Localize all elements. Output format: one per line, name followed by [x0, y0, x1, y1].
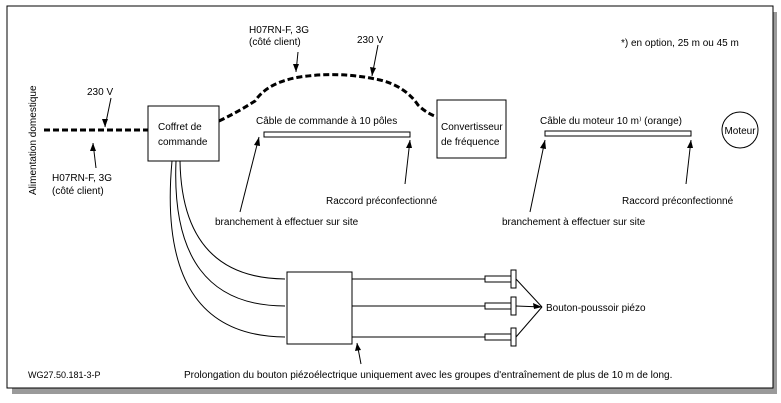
arrowheads — [90, 64, 693, 351]
side-label: Alimentation domestique — [28, 85, 39, 195]
convertisseur-box — [436, 99, 507, 159]
frame — [6, 5, 774, 389]
coffret-label-line1: Coffret de — [158, 122, 202, 133]
coffret-box — [147, 105, 220, 162]
h07-top-line1: H07RN-F, 3G — [249, 25, 309, 36]
h07-top-line2: (côté client) — [249, 37, 301, 48]
control-cable-label: Câble de commande à 10 pôles — [256, 116, 397, 127]
option-note: *) en option, 25 m ou 45 m — [621, 38, 739, 49]
branchement-label-1: branchement à effectuer sur site — [215, 217, 359, 228]
voltage-left: 230 V — [87, 87, 113, 98]
h07-left-line2: (côté client) — [52, 186, 104, 197]
piezo-buttons — [484, 269, 517, 347]
moteur-circle — [721, 111, 759, 149]
supply-cable-top — [218, 73, 438, 123]
raccord-label-2: Raccord préconfectionné — [622, 196, 734, 207]
extension-box — [286, 271, 353, 345]
convertisseur-label-line2: de fréquence — [441, 137, 500, 148]
reference-code: WG27.50.181-3-P — [28, 370, 101, 380]
motor-cable-label: Câble du moteur 10 m⁾ (orange) — [540, 116, 682, 127]
prolongation-note: Prolongation du bouton piézoélectrique u… — [184, 370, 672, 381]
h07-left-line1: H07RN-F, 3G — [52, 173, 112, 184]
voltage-top: 230 V — [357, 35, 383, 46]
raccord-label-1: Raccord préconfectionné — [326, 196, 438, 207]
control-cable-bar — [263, 131, 411, 138]
moteur-label: Moteur — [724, 126, 756, 137]
bouton-label: Bouton-poussoir piézo — [546, 303, 646, 314]
coffret-label-line2: commande — [158, 137, 208, 148]
motor-cable-bar — [544, 130, 692, 137]
extension-wires — [169, 160, 485, 338]
branchement-label-2: branchement à effectuer sur site — [502, 217, 646, 228]
convertisseur-label-line1: Convertisseur — [441, 122, 503, 133]
